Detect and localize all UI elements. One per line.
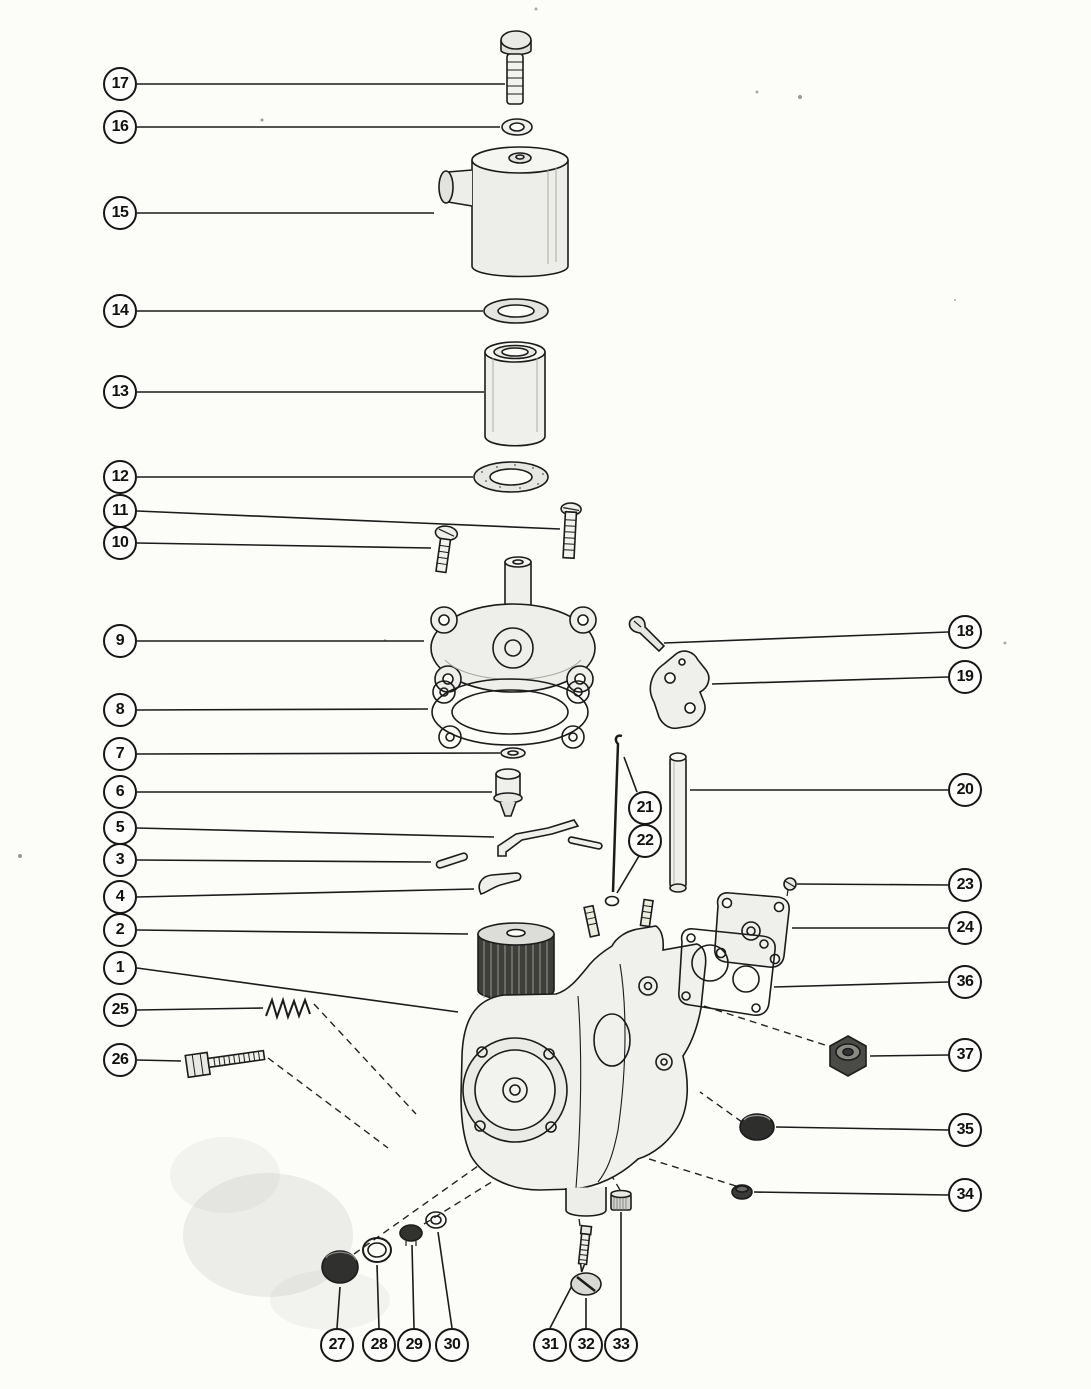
- callout-5: 5: [103, 811, 137, 845]
- part-washer-7: [500, 747, 526, 759]
- parts: [184, 30, 867, 1296]
- callout-16: 16: [103, 110, 137, 144]
- callout-13: 13: [103, 375, 137, 409]
- callout-19: 19: [948, 660, 982, 694]
- callout-37: 37: [948, 1038, 982, 1072]
- callout-34: 34: [948, 1178, 982, 1212]
- part-fuel-pump-cover-15: [438, 146, 569, 278]
- part-washer-16: [501, 118, 533, 136]
- callout-6: 6: [103, 775, 137, 809]
- part-ring-30: [425, 1211, 447, 1229]
- part-bracket-5: [497, 819, 603, 857]
- callout-3: 3: [103, 843, 137, 877]
- part-spring-25: [265, 996, 311, 1021]
- part-flange-gasket-36: [678, 928, 776, 1016]
- callout-20: 20: [948, 773, 982, 807]
- callout-1: 1: [103, 951, 137, 985]
- callout-29: 29: [397, 1328, 431, 1362]
- callout-24: 24: [948, 911, 982, 945]
- callout-32: 32: [569, 1328, 603, 1362]
- callout-36: 36: [948, 965, 982, 999]
- callout-33: 33: [604, 1328, 638, 1362]
- callout-22: 22: [628, 824, 662, 858]
- part-small-nut-34: [731, 1184, 753, 1200]
- part-check-valve-6: [493, 768, 523, 817]
- part-fuel-pump-body-9: [430, 556, 597, 693]
- part-screw-11: [560, 502, 582, 560]
- part-welch-plug-35: [739, 1113, 775, 1141]
- part-slotted-plug-32: [570, 1272, 602, 1296]
- part-idle-screw-26: [184, 1049, 266, 1079]
- callout-25: 25: [103, 993, 137, 1027]
- part-plug-27: [321, 1250, 359, 1284]
- callout-31: 31: [533, 1328, 567, 1362]
- part-gasket-ring-12: [473, 461, 549, 493]
- callout-27: 27: [320, 1328, 354, 1362]
- part-inlet-needle-18: [628, 615, 666, 653]
- callout-9: 9: [103, 624, 137, 658]
- callout-18: 18: [948, 615, 982, 649]
- callout-35: 35: [948, 1113, 982, 1147]
- part-clip-4: [478, 872, 522, 895]
- part-dome-cap-29: [399, 1224, 423, 1246]
- part-flange-plate-24: [714, 892, 790, 968]
- callout-4: 4: [103, 880, 137, 914]
- callout-21: 21: [628, 791, 662, 825]
- part-nozzle-tube-20: [669, 752, 687, 893]
- callout-7: 7: [103, 737, 137, 771]
- part-float-lever-19: [649, 650, 710, 730]
- part-carburetor-body-1: [460, 898, 707, 1217]
- part-knurled-nut-33: [610, 1189, 632, 1211]
- callout-14: 14: [103, 294, 137, 328]
- part-gasket-14: [483, 298, 549, 324]
- leader-lines: [136, 83, 949, 1329]
- callout-26: 26: [103, 1043, 137, 1077]
- callout-15: 15: [103, 196, 137, 230]
- part-hex-nut-37: [829, 1035, 867, 1077]
- callout-30: 30: [435, 1328, 469, 1362]
- part-pin-3: [435, 852, 469, 869]
- part-rod-21-22: [604, 734, 623, 907]
- callout-28: 28: [362, 1328, 396, 1362]
- scan-noise: [18, 7, 1007, 1330]
- part-filter-sleeve-13: [484, 341, 546, 447]
- part-needle-valve-31: [577, 1224, 593, 1273]
- part-o-ring-28: [362, 1237, 392, 1263]
- part-screw-17: [500, 30, 532, 105]
- callout-11: 11: [103, 494, 137, 528]
- part-screw-10: [434, 525, 459, 574]
- callout-12: 12: [103, 460, 137, 494]
- callout-17: 17: [103, 67, 137, 101]
- callout-23: 23: [948, 868, 982, 902]
- callout-2: 2: [103, 913, 137, 947]
- callout-8: 8: [103, 693, 137, 727]
- part-pump-gasket-8: [431, 678, 590, 749]
- part-small-screw-23: [783, 877, 797, 897]
- callout-10: 10: [103, 526, 137, 560]
- part-mixing-chamber-cover-2: [477, 922, 555, 1003]
